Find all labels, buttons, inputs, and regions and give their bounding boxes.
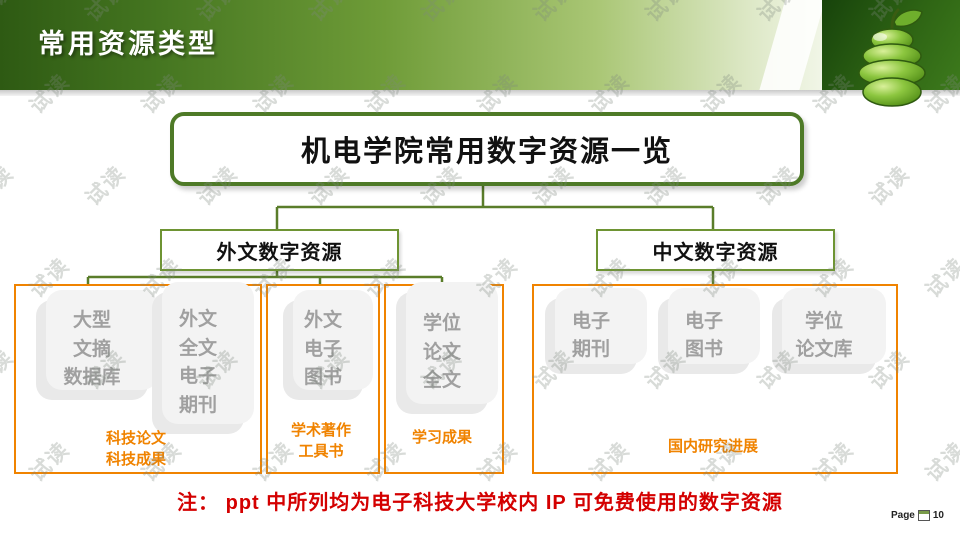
page-title: 常用资源类型 [38,29,218,59]
page-icon [917,510,930,521]
group-caption-domestic-research: 国内研究进展 [667,438,758,455]
resource-card-ejournals: 电子 期刊 [545,298,637,374]
watermark: 试读 [0,161,19,211]
group-caption-academic-works: 学术著作 工具书 [290,422,351,460]
resource-card-foreign-fulltext-ejournals: 外文 全文 电子 期刊 [152,292,244,434]
slide-header [0,0,960,98]
resource-card-abstract-database: 大型 文摘 数据库 [36,300,148,400]
header-diagonal-stripe [757,0,827,98]
resource-card-thesis-library: 学位 论文库 [772,298,876,374]
resource-card-ebooks: 电子 图书 [658,298,750,374]
page-label: Page [890,510,915,521]
page-number: 10 [932,510,944,521]
note-text: 注： ppt 中所列均为电子科技大学校内 IP 可免费使用的数字资源 [177,492,783,514]
branch-box-chinese: 中文数字资源 [596,229,835,271]
watermark: 试读 [921,437,960,487]
watermark: 试读 [921,253,960,303]
resource-card-foreign-ebooks: 外文 电子 图书 [283,300,363,400]
watermark: 试读 [865,161,915,211]
branch-box-foreign: 外文数字资源 [160,229,399,271]
resource-card-thesis-fulltext: 学位 论文 全文 [396,292,488,414]
watermark: 试读 [81,161,131,211]
group-caption-study-results: 学习成果 [411,429,472,446]
page-footer: Page 10 [891,510,944,521]
group-caption-scitech: 科技论文 科技成果 [105,430,166,468]
header-bottom-strip [0,90,960,96]
diagram-root-box: 机电学院常用数字资源一览 [170,112,804,186]
apple-graphic [858,8,926,107]
